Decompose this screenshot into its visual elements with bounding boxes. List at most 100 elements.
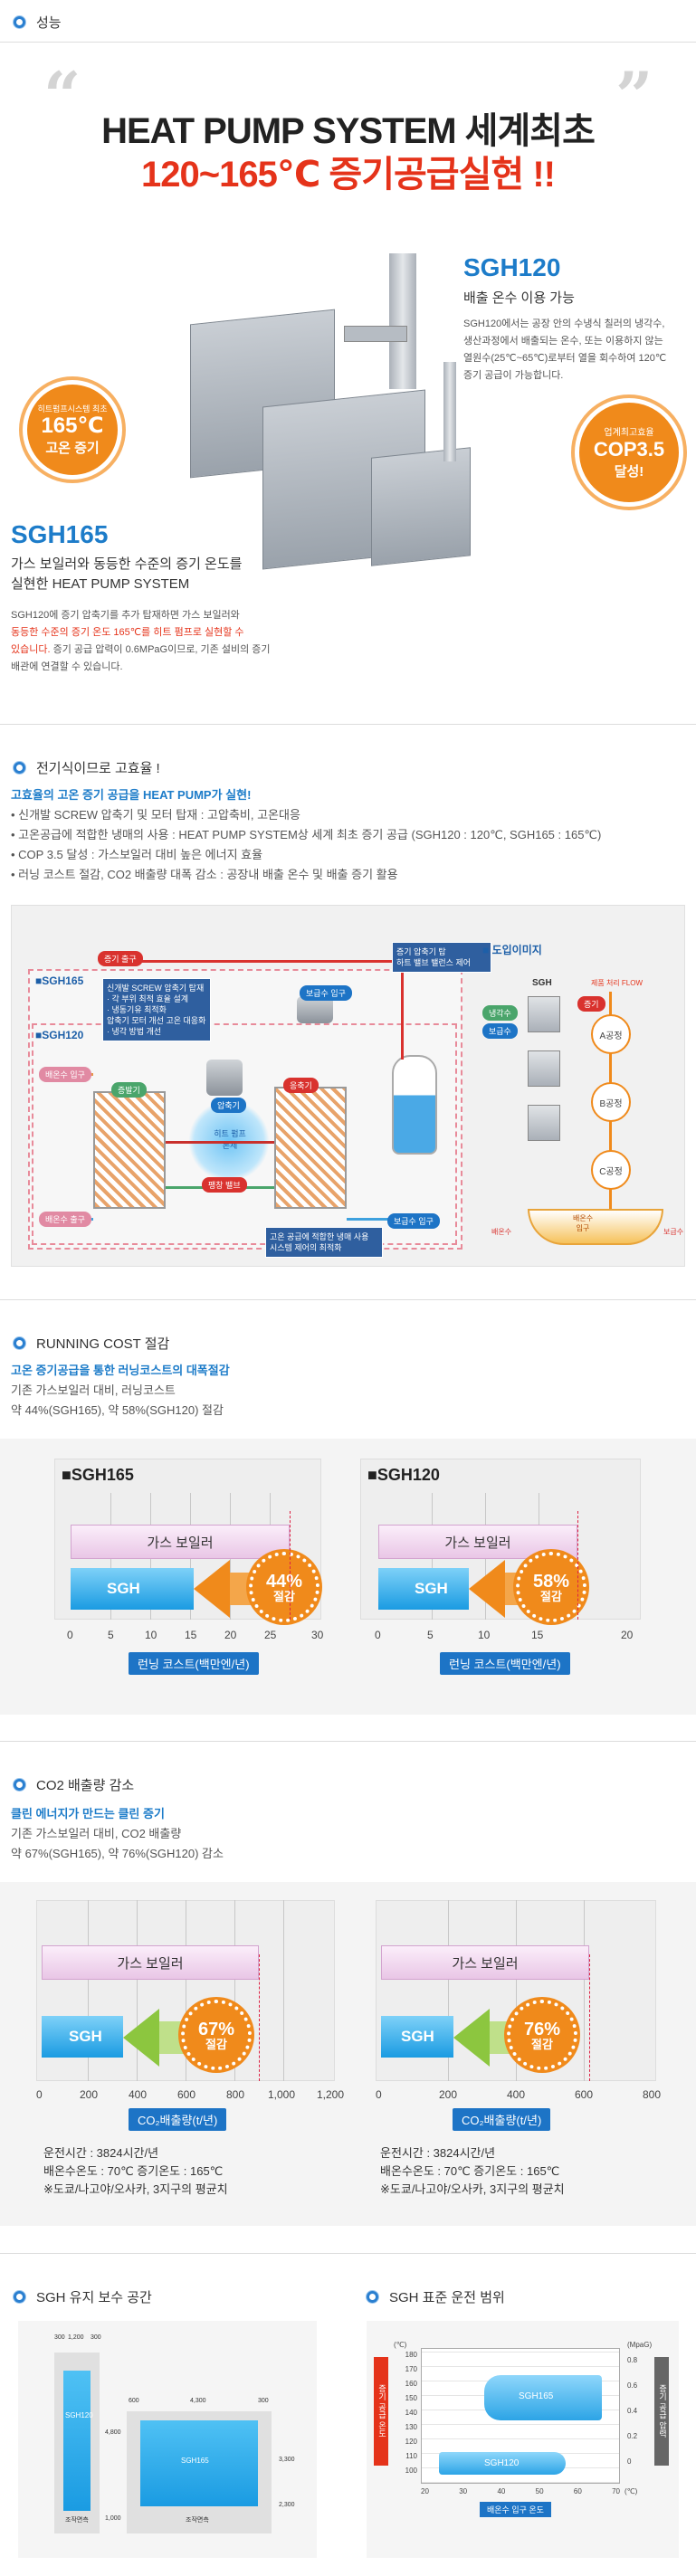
tick: 10 [145, 1629, 157, 1641]
x-ticks-1: 0 5 10 15 20 25 30 [67, 1629, 329, 1647]
x-axis-label: 런닝 코스트(백만엔/년) [440, 1652, 570, 1675]
section-title: 성능 [36, 15, 62, 31]
tick: 600 [177, 2088, 196, 2101]
callout-steam-compressor: 증기 압축기 탑 하트 밸브 밸런스 제어 [392, 942, 491, 973]
tick: 40 [497, 2487, 506, 2495]
tick: 200 [80, 2088, 99, 2101]
sgh165-region-label: SGH165 [519, 2391, 554, 2401]
tick: 15 [531, 1629, 544, 1641]
dim-label: 300 [54, 2334, 65, 2341]
heatpump-label: 히트 펌프 본체 [214, 1129, 246, 1150]
tick: 20 [224, 1629, 237, 1641]
pipe-red [129, 960, 401, 963]
saving-arrow-icon [453, 2009, 490, 2067]
dim-label: 300 [91, 2334, 101, 2341]
gas-dash-line [290, 1511, 291, 1620]
front-label: 조작면측 [65, 2517, 89, 2524]
x-ticks: 20 30 40 50 60 70 [421, 2487, 647, 2495]
saving-label: 절감 [540, 1589, 562, 1603]
tick: 0 [375, 1629, 381, 1641]
compressor-icon [206, 1060, 243, 1096]
tick: 0.2 [627, 2432, 638, 2440]
x-ticks-co2-1: 0 200 400 600 800 1,000 1,200 [36, 2088, 344, 2106]
dim-label: 1,200 [68, 2334, 84, 2341]
gas-dash-line [577, 1511, 578, 1620]
grid-line [234, 1900, 235, 2081]
feed-in-label: 보급수 입구 [300, 985, 352, 1001]
sgh120-desc: SGH120에서는 공장 안의 수냉식 칠러의 냉각수, 생산과정에서 배출되는… [463, 316, 690, 385]
badge-165c: 히트펌프시스템 최초 165℃ 고온 증기 [27, 385, 118, 475]
saving-badge: 44% 절감 [249, 1552, 319, 1622]
tick: 150 [405, 2394, 417, 2402]
tick: 140 [405, 2409, 417, 2417]
item-value: 고압축비, 고온대응 [204, 808, 300, 822]
tick: 0 [627, 2457, 632, 2466]
process-a: A공정 [591, 1014, 631, 1054]
tick: 0 [36, 2088, 43, 2101]
bullet-icon [14, 2291, 25, 2303]
evaporator-icon [93, 1091, 166, 1209]
sgh-unit-icon [528, 996, 560, 1032]
right-unit: (MpaG) [627, 2341, 653, 2349]
sgh-unit-icon [528, 1050, 560, 1087]
running-lead: 고온 증기공급을 통한 러닝코스트의 대폭절감 [11, 1364, 230, 1377]
saving-value: 44% [265, 1571, 303, 1592]
bullet-icon [14, 1779, 25, 1791]
tick: 800 [226, 2088, 245, 2101]
hero-subtitle: 120~165℃ 증기공급실현 !! [141, 155, 556, 195]
subtitle-line: 가스 보일러와 동등한 수준의 증기 온도를 [11, 556, 243, 572]
tick: 20 [621, 1629, 634, 1641]
tick: 20 [421, 2487, 429, 2495]
y-axis-label-left: 증기 공급 온도 [374, 2357, 388, 2466]
sgh165-label: ■SGH165 [35, 974, 84, 987]
bullet-icon [367, 2291, 378, 2303]
item-key: COP 3.5 달성 : [18, 848, 95, 861]
compressor-label: 압축기 [211, 1098, 246, 1113]
co2-notes-2: 운전시간 : 3824시간/년 배온수온도 : 70℃ 증기온도 : 165℃ … [380, 2144, 565, 2199]
grid-line [448, 1900, 449, 2081]
co2-line: 약 67%(SGH165), 약 76%(SGH120) 감소 [11, 1847, 224, 1860]
left-unit: (℃) [394, 2341, 407, 2349]
feed-label: 보급수 [482, 1023, 518, 1039]
dim-label: 2,300 [279, 2502, 295, 2508]
tank-hotwater-label: 배온수 [491, 1228, 512, 1236]
saving-badge: 67% 절감 [181, 2000, 252, 2070]
coolant-label: 냉각수 [482, 1005, 518, 1021]
note-line: ※도쿄/나고야/오사카, 3지구의 평균치 [43, 2182, 228, 2196]
sgh-bar: SGH [71, 1568, 194, 1610]
tick: 120 [405, 2438, 417, 2446]
tick: 200 [439, 2088, 458, 2101]
co2-body: 클린 에너지가 만드는 클린 증기 기존 가스보일러 대비, CO2 배출량 약… [11, 1804, 224, 1864]
x-axis-label: 런닝 코스트(백만엔/년) [129, 1652, 259, 1675]
sgh165-unit-label: SGH165 [181, 2457, 209, 2465]
tick: 0.8 [627, 2356, 638, 2364]
x-ticks-co2-2: 0 200 400 600 800 [376, 2088, 665, 2106]
section-header-running: RUNNING COST 절감 [14, 1334, 169, 1353]
y-axis-label-right: 증기 공급 압력 [654, 2357, 669, 2466]
tick: 130 [405, 2423, 417, 2431]
note-line: 운전시간 : 3824시간/년 [380, 2146, 496, 2160]
x-ticks-2: 0 5 10 15 20 [375, 1629, 646, 1647]
badge-sub: 달성! [614, 464, 644, 480]
steam-compressor-icon [297, 996, 333, 1023]
sgh120-label: ■SGH120 [35, 1029, 84, 1041]
tick: 1,200 [317, 2088, 345, 2101]
evaporator-label: 증발기 [111, 1082, 147, 1098]
tick: 60 [573, 2487, 582, 2495]
callout-screw-compressor: 신개발 SCREW 압축기 탑재 · 각 부위 최적 효율 설계 · 냉동기유 … [102, 978, 211, 1041]
section-title: RUNNING COST 절감 [36, 1336, 170, 1352]
tick: 10 [478, 1629, 491, 1641]
pipe-red [401, 960, 404, 1060]
x-axis-label: CO₂배출량(t/년) [129, 2108, 227, 2131]
sgh120-region-label: SGH120 [484, 2458, 520, 2468]
sgh120-unit [63, 2371, 91, 2511]
divider [0, 42, 696, 43]
divider [0, 2253, 696, 2254]
separator-tank-icon [392, 1055, 437, 1155]
tick: 0 [376, 2088, 382, 2101]
badge-cop: 업계최고효율 COP3.5 달성! [579, 403, 679, 502]
item-value: 가스보일러 대비 높은 에너지 효율 [94, 848, 263, 861]
gas-dash-line [589, 1954, 590, 2081]
pipe-red [166, 1141, 274, 1144]
tick: 70 [612, 2487, 620, 2495]
